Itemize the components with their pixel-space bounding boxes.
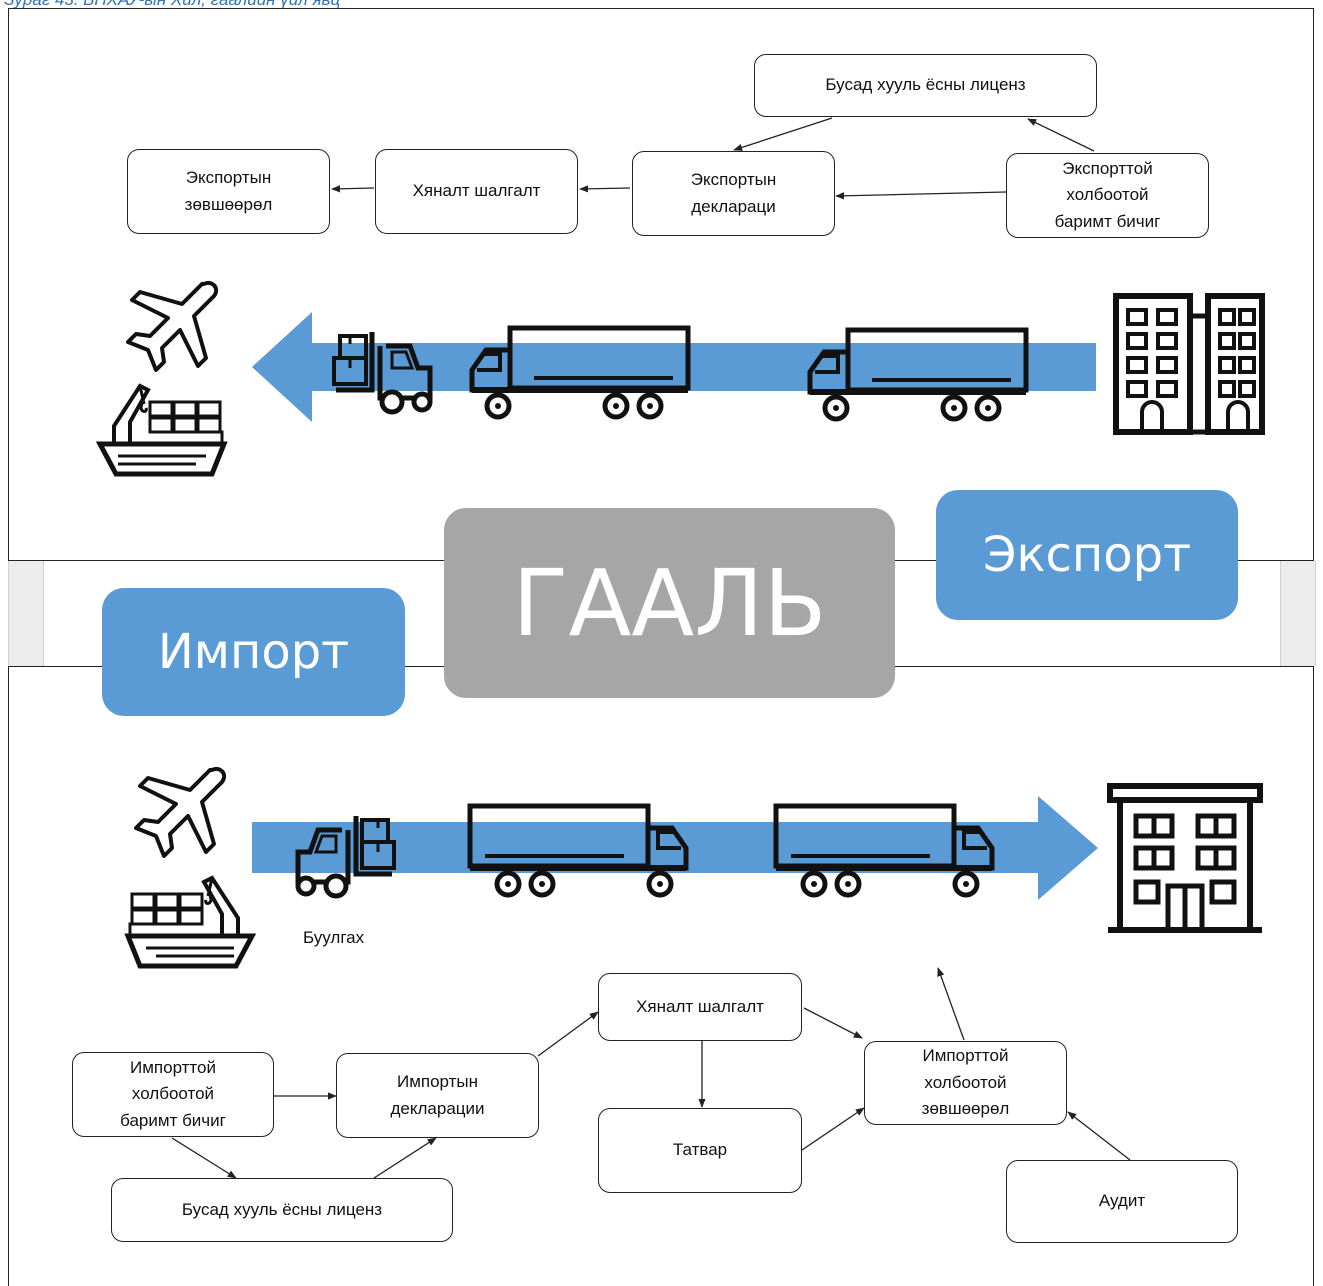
export-connectors <box>331 117 1095 200</box>
airplane-icon <box>134 766 227 858</box>
export-license-box: Бусад хууль ёсны лиценз <box>754 54 1097 117</box>
customs-title: ГААЛЬ <box>444 508 895 698</box>
import-audit-box: Аудит <box>1006 1160 1238 1243</box>
cargo-ship-icon <box>128 878 252 966</box>
building-icon <box>1116 296 1262 432</box>
import-declaration-box: Импортын декларации <box>336 1053 539 1138</box>
import-permit-box: Импорттой холбоотой зөвшөөрөл <box>864 1041 1067 1125</box>
airplane-icon <box>126 280 219 372</box>
unload-label: Буулгах <box>303 928 365 947</box>
cargo-ship-icon <box>100 386 224 474</box>
export-inspection-box: Хяналт шалгалт <box>375 149 578 234</box>
import-license-box: Бусад хууль ёсны лиценз <box>111 1178 453 1242</box>
export-flow-arrow <box>252 312 1096 422</box>
import-connectors <box>171 967 1131 1179</box>
import-documents-box: Импорттой холбоотой баримт бичиг <box>72 1052 274 1137</box>
page-gap-right <box>1280 561 1316 666</box>
export-declaration-box: Экспортын деклараци <box>632 151 835 236</box>
import-tax-box: Татвар <box>598 1108 802 1193</box>
import-inspection-box: Хяналт шалгалт <box>598 973 802 1041</box>
page-gap-left <box>8 561 44 666</box>
export-label: Экспорт <box>936 490 1238 620</box>
export-documents-box: Экспорттой холбоотой баримт бичиг <box>1006 153 1209 238</box>
figure-caption: Зураг 43. БНХАУ-ын Хил, гаалийн үйл явц <box>4 0 340 14</box>
export-permit-box: Экспортын зөвшөөрөл <box>127 149 330 234</box>
import-label: Импорт <box>102 588 405 716</box>
building-icon <box>1108 786 1262 930</box>
